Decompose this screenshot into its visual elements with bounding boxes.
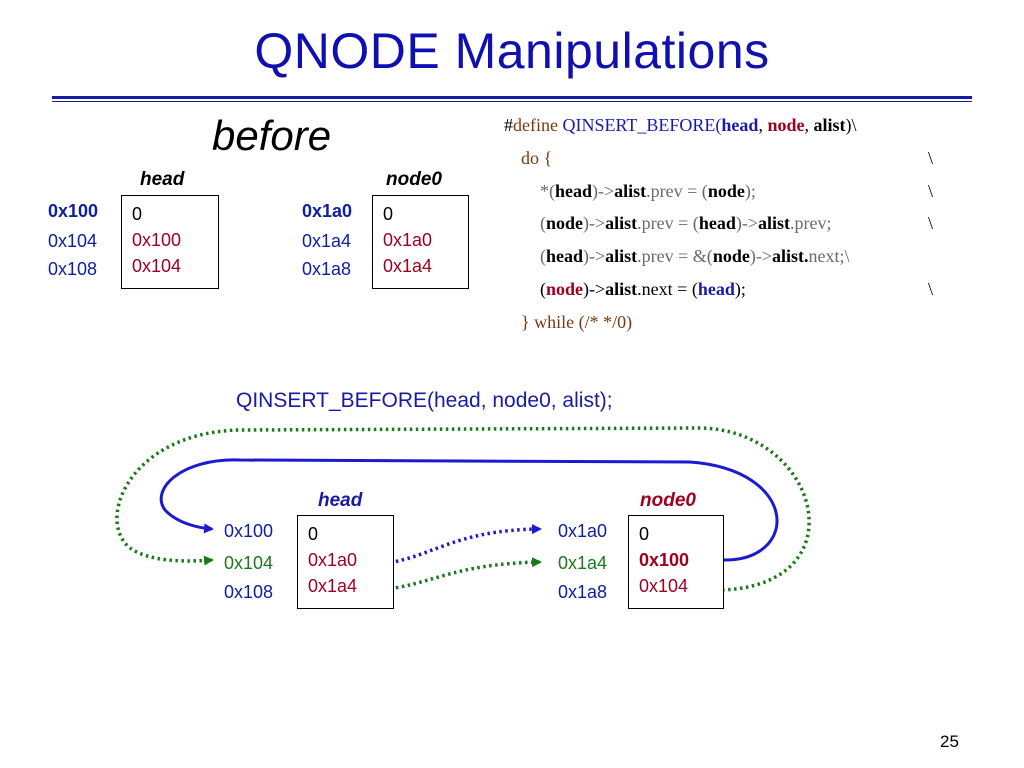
- code-backslash-4: \: [928, 279, 934, 299]
- blue-dotted-arrow: [377, 524, 542, 566]
- code-param-head: head: [721, 115, 759, 135]
- code-hash: #: [504, 115, 513, 135]
- code-backslash-1: \: [928, 148, 934, 168]
- code-comma: ,: [804, 115, 814, 135]
- bottom-head-address-1: 0x104: [224, 553, 274, 573]
- bottom-node-cell-1: 0x100: [639, 550, 690, 570]
- code-comma: ,: [758, 115, 768, 135]
- bottom-head-address-2: 0x108: [224, 582, 274, 602]
- green-dotted-arrow: [377, 557, 542, 592]
- top-node-address-0: 0x1a0: [302, 201, 353, 221]
- code-line-1: *(head)->alist.prev = (node);: [540, 181, 756, 201]
- bottom-node-box: 0 0x100 0x104: [628, 515, 724, 609]
- code-macro-name: QINSERT_BEFORE(: [562, 115, 722, 135]
- top-head-label: head: [140, 169, 185, 190]
- bottom-node-address-1: 0x1a4: [558, 553, 608, 573]
- code-backslash-2: \: [928, 181, 934, 201]
- top-head-cell-2: 0x104: [132, 256, 182, 276]
- top-node-cell-2: 0x1a4: [383, 256, 433, 276]
- macro-call: QINSERT_BEFORE(head, node0, alist);: [236, 389, 613, 412]
- code-line-while: } while (/* */0): [521, 312, 633, 332]
- top-node-box: 0 0x1a0 0x1a4: [372, 195, 469, 289]
- top-head-address-0: 0x100: [48, 201, 99, 221]
- code-define-keyword: define: [513, 115, 558, 135]
- code-line-2: (node)->alist.prev = (head)->alist.prev;: [540, 213, 832, 233]
- top-node-cell-1: 0x1a0: [383, 230, 433, 250]
- top-node-cell-0: 0: [383, 204, 394, 224]
- code-backslash-3: \: [928, 213, 934, 233]
- top-head-cell-0: 0: [132, 204, 143, 224]
- code-line-do: do {: [521, 148, 553, 168]
- title-rule-thick: [52, 96, 972, 99]
- slide-title: QNODE Manipulations: [254, 23, 770, 79]
- bottom-node-cell-2: 0x104: [639, 576, 689, 596]
- code-line-3: (head)->alist.prev = &(node)->alist.next…: [540, 246, 850, 266]
- bottom-head-cell-2: 0x1a4: [308, 576, 358, 596]
- top-node-address-2: 0x1a8: [302, 259, 352, 279]
- title-rule-thin: [52, 101, 972, 102]
- bottom-node-label: node0: [640, 490, 696, 511]
- bottom-head-label: head: [318, 490, 363, 511]
- page-number: 25: [940, 732, 959, 751]
- bottom-node-address-0: 0x1a0: [558, 521, 608, 541]
- green-loop-arrow: [115, 426, 811, 592]
- top-head-address-2: 0x108: [48, 259, 98, 279]
- bottom-head-cell-0: 0: [308, 524, 319, 544]
- code-close: )\: [845, 115, 857, 135]
- blue-loop-arrow: [159, 458, 779, 562]
- code-param-alist: alist: [813, 115, 846, 135]
- top-head-box: 0 0x100 0x104: [121, 195, 219, 289]
- bottom-node-address-2: 0x1a8: [558, 582, 608, 602]
- bottom-head-cell-1: 0x1a0: [308, 550, 358, 570]
- code-param-node: node: [767, 115, 805, 135]
- top-head-cell-1: 0x100: [132, 230, 182, 250]
- top-node-label: node0: [386, 169, 442, 190]
- bottom-head-address-0: 0x100: [224, 521, 274, 541]
- bottom-node-cell-0: 0: [639, 524, 650, 544]
- code-line-define: #define QINSERT_BEFORE(head, node, alist…: [504, 115, 856, 136]
- top-head-address-1: 0x104: [48, 231, 98, 251]
- bottom-head-box: 0 0x1a0 0x1a4: [297, 515, 394, 609]
- top-node-address-1: 0x1a4: [302, 231, 352, 251]
- before-label: before: [212, 112, 332, 159]
- code-line-4: (node)->alist.next = (head);: [540, 279, 746, 299]
